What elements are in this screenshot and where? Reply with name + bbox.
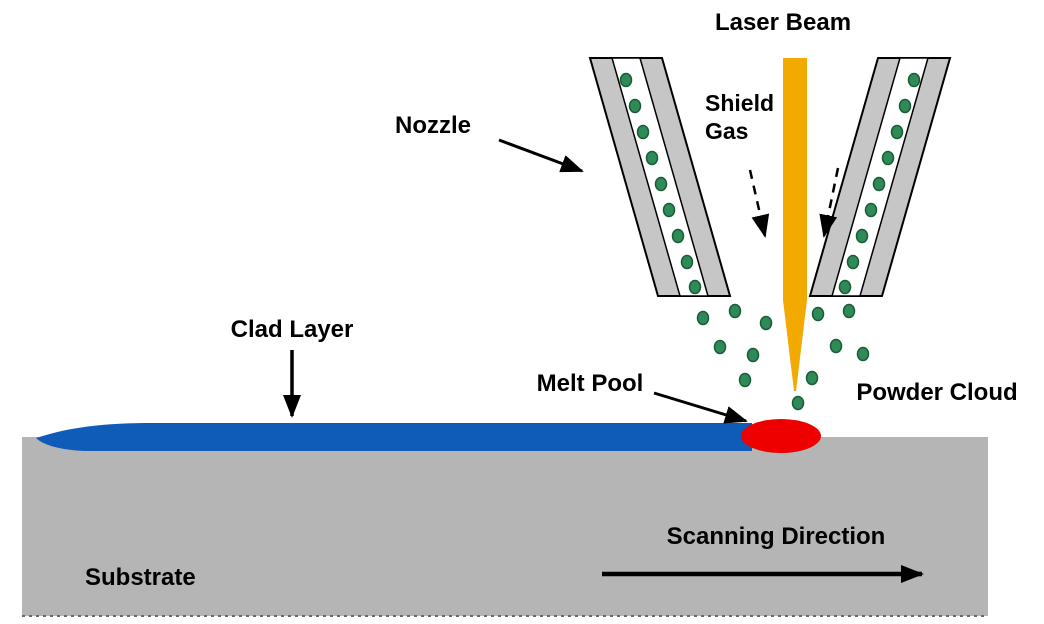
- powder-particle: [654, 176, 668, 192]
- melt-pool-shape: [741, 419, 821, 453]
- powder-particle: [791, 395, 805, 411]
- powder-particle: [636, 124, 650, 140]
- nozzle-pointer-arrow: [498, 138, 584, 173]
- powder-particle: [846, 254, 860, 270]
- substrate-label: Substrate: [85, 564, 196, 591]
- melt-pool-label: Melt Pool: [537, 370, 644, 397]
- powder-particles-left-nozzle: [619, 72, 702, 295]
- powder-particle: [696, 310, 710, 326]
- powder-particle: [855, 228, 869, 244]
- laser-beam-shape: [783, 58, 807, 391]
- powder-particle: [746, 347, 760, 363]
- powder-particle: [680, 254, 694, 270]
- nozzle-label: Nozzle: [395, 112, 471, 139]
- powder-particle: [628, 98, 642, 114]
- powder-cloud-particles: [696, 303, 870, 411]
- powder-particle: [738, 372, 752, 388]
- powder-particle: [805, 370, 819, 386]
- powder-particle: [645, 150, 659, 166]
- shield-gas-label: Shield Gas: [705, 90, 780, 144]
- melt-pool-pointer-arrow: [653, 391, 748, 424]
- powder-particle: [856, 346, 870, 362]
- clad-layer-label: Clad Layer: [231, 316, 354, 343]
- powder-particle: [662, 202, 676, 218]
- powder-particle: [759, 315, 773, 331]
- powder-particle: [838, 279, 852, 295]
- powder-particle: [907, 72, 921, 88]
- powder-particle: [842, 303, 856, 319]
- powder-particle: [898, 98, 912, 114]
- scanning-direction-label: Scanning Direction: [667, 523, 886, 550]
- powder-particles-right-nozzle: [838, 72, 921, 295]
- clad-layer-shape: [36, 423, 752, 451]
- powder-particle: [890, 124, 904, 140]
- powder-particle: [881, 150, 895, 166]
- powder-particle: [713, 339, 727, 355]
- laser-beam-label: Laser Beam: [715, 9, 851, 36]
- powder-particle: [671, 228, 685, 244]
- powder-particle: [728, 303, 742, 319]
- powder-cloud-label: Powder Cloud: [856, 379, 1017, 406]
- powder-particle: [811, 306, 825, 322]
- shield-gas-arrow-right: [819, 167, 840, 238]
- powder-particle: [864, 202, 878, 218]
- shield-gas-arrow-left: [748, 169, 770, 238]
- powder-particle: [688, 279, 702, 295]
- powder-particle: [619, 72, 633, 88]
- powder-particle: [872, 176, 886, 192]
- powder-particle: [829, 338, 843, 354]
- substrate-block: [22, 437, 988, 616]
